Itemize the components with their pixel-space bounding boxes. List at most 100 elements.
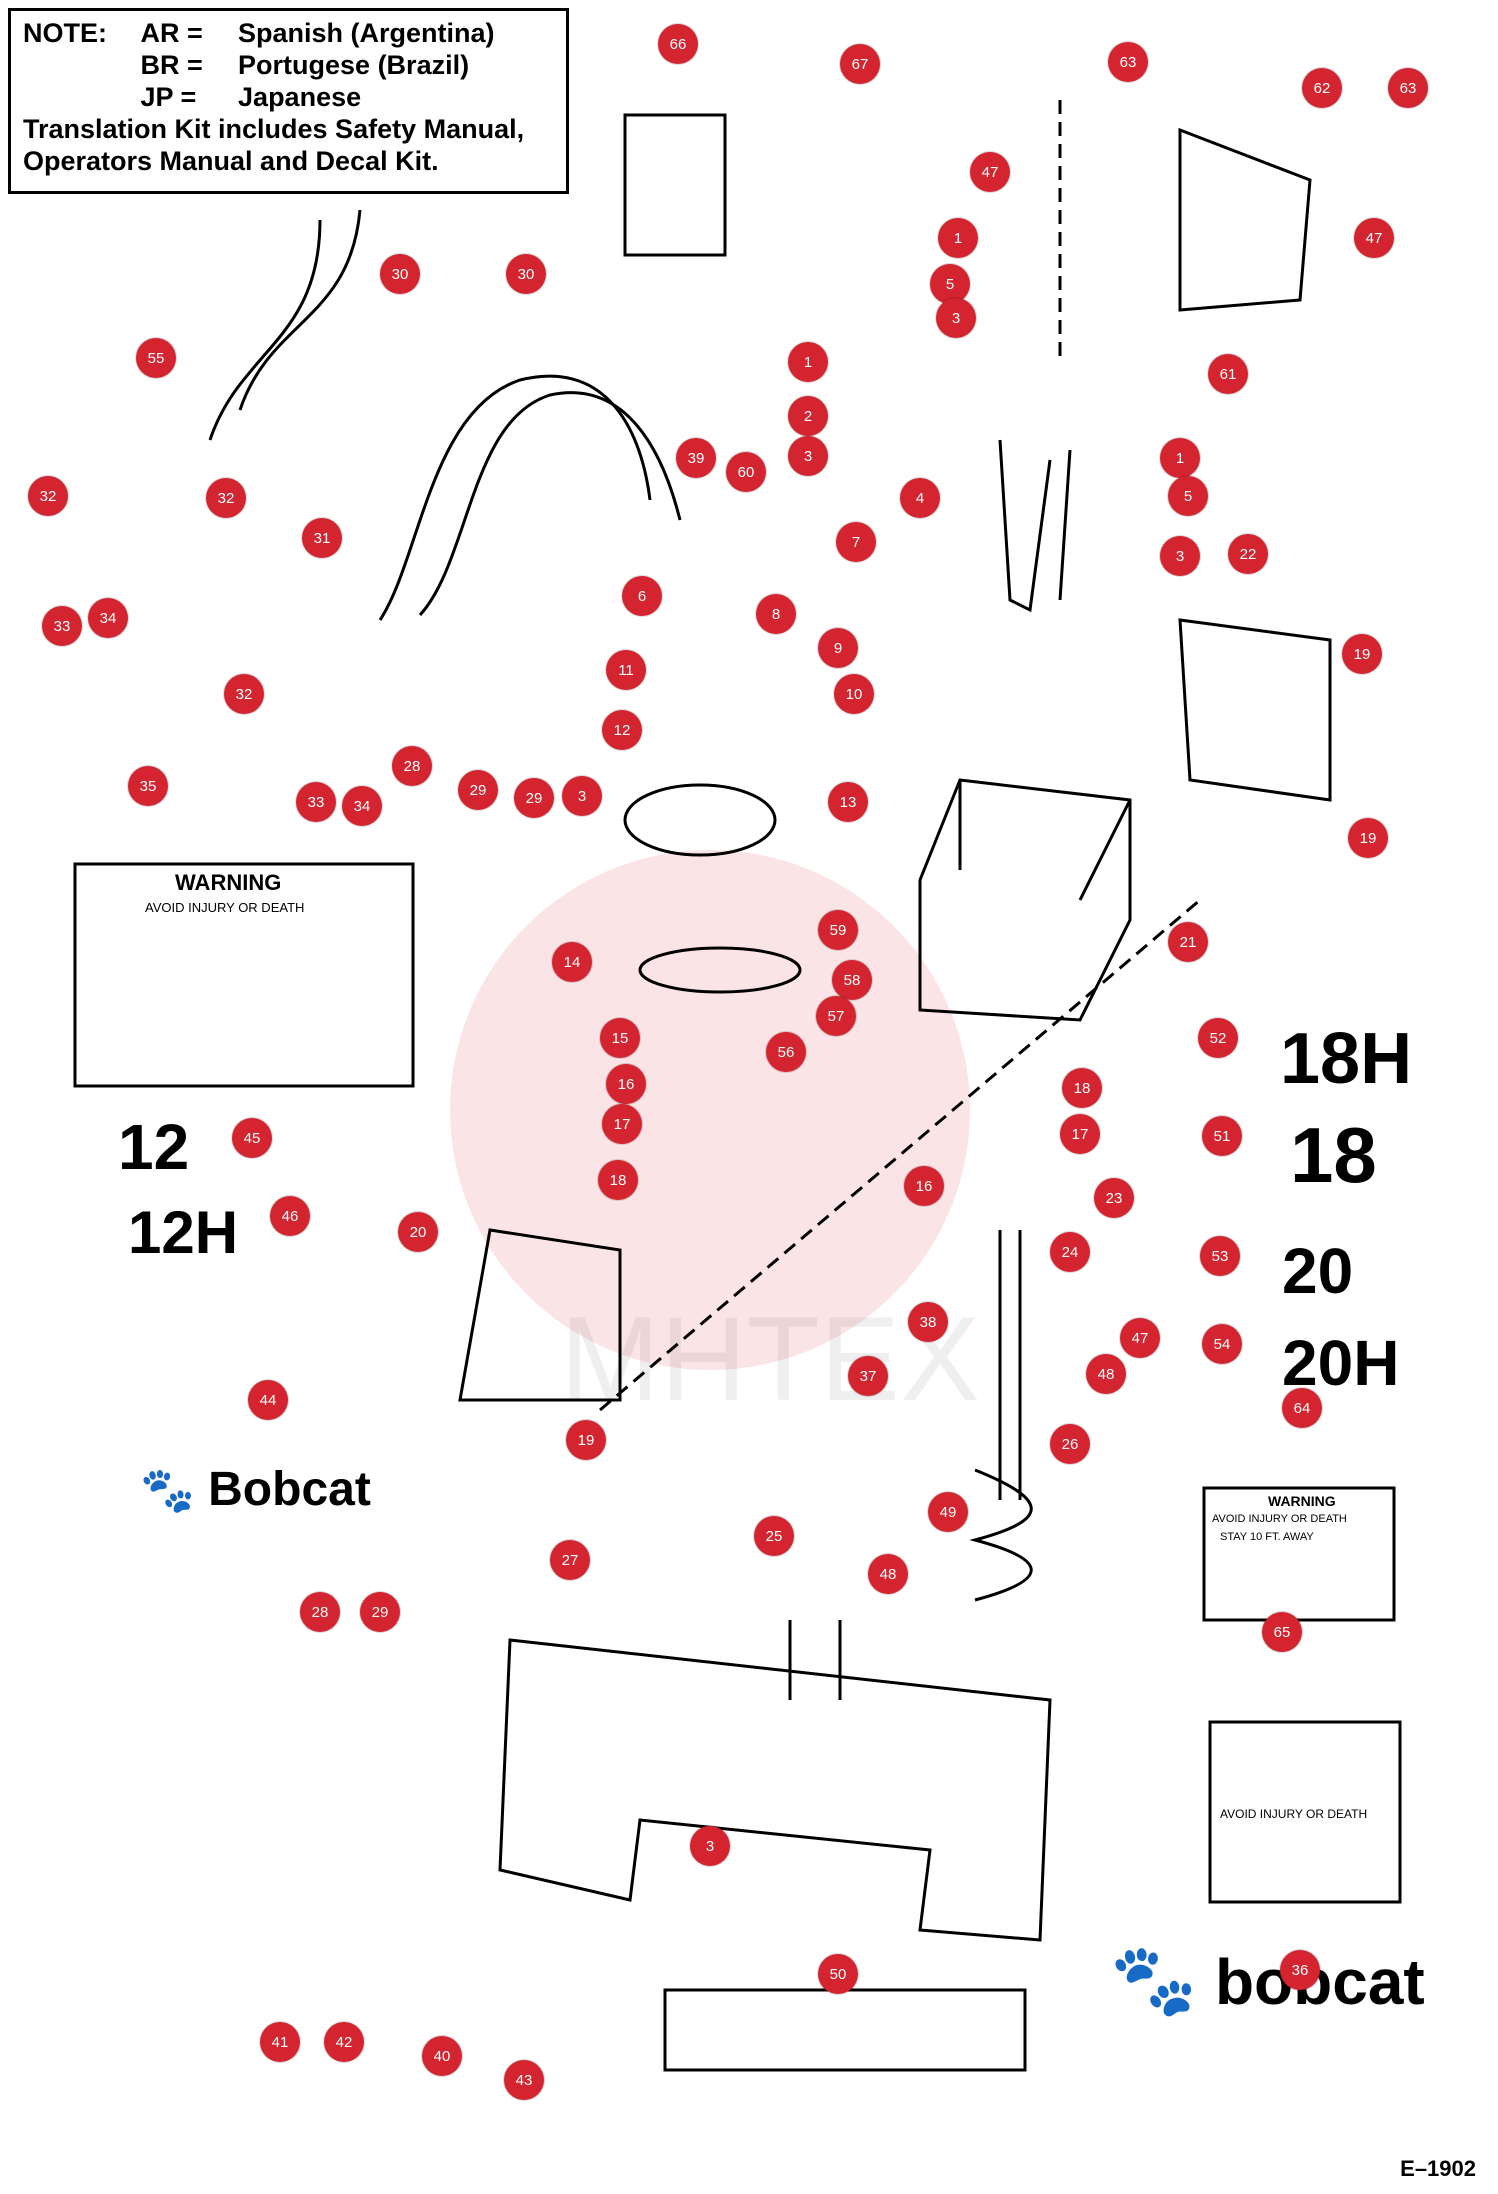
callout-67[interactable]: 67: [840, 44, 880, 84]
callout-53[interactable]: 53: [1200, 1236, 1240, 1276]
callout-19[interactable]: 19: [1348, 818, 1388, 858]
callout-6[interactable]: 6: [622, 576, 662, 616]
callout-28[interactable]: 28: [300, 1592, 340, 1632]
callout-29[interactable]: 29: [514, 778, 554, 818]
top-bracket: [1178, 127, 1312, 312]
callout-29[interactable]: 29: [360, 1592, 400, 1632]
callout-51[interactable]: 51: [1202, 1116, 1242, 1156]
callout-20[interactable]: 20: [398, 1212, 438, 1252]
callout-12[interactable]: 12: [602, 710, 642, 750]
callout-50[interactable]: 50: [818, 1954, 858, 1994]
callout-54[interactable]: 54: [1202, 1324, 1242, 1364]
note-footer-2: Operators Manual and Decal Kit.: [23, 146, 439, 176]
callout-60[interactable]: 60: [726, 452, 766, 492]
callout-32[interactable]: 32: [28, 476, 68, 516]
callout-37[interactable]: 37: [848, 1356, 888, 1396]
callout-29[interactable]: 29: [458, 770, 498, 810]
callout-34[interactable]: 34: [88, 598, 128, 638]
callout-11[interactable]: 11: [606, 650, 646, 690]
callout-52[interactable]: 52: [1198, 1018, 1238, 1058]
callout-63[interactable]: 63: [1388, 68, 1428, 108]
callout-8[interactable]: 8: [756, 594, 796, 634]
callout-55[interactable]: 55: [136, 338, 176, 378]
callout-61[interactable]: 61: [1208, 354, 1248, 394]
callout-15[interactable]: 15: [600, 1018, 640, 1058]
callout-45[interactable]: 45: [232, 1118, 272, 1158]
callout-48[interactable]: 48: [1086, 1354, 1126, 1394]
callout-16[interactable]: 16: [606, 1064, 646, 1104]
callout-33[interactable]: 33: [42, 606, 82, 646]
callout-48[interactable]: 48: [868, 1554, 908, 1594]
callout-5[interactable]: 5: [1168, 476, 1208, 516]
callout-38[interactable]: 38: [908, 1302, 948, 1342]
callout-32[interactable]: 32: [206, 478, 246, 518]
callout-3[interactable]: 3: [936, 298, 976, 338]
callout-17[interactable]: 17: [602, 1104, 642, 1144]
callout-7[interactable]: 7: [836, 522, 876, 562]
callout-19[interactable]: 19: [566, 1420, 606, 1460]
callout-1[interactable]: 1: [938, 218, 978, 258]
callout-5[interactable]: 5: [930, 264, 970, 304]
model-20h: 20H: [1282, 1327, 1400, 1399]
callout-58[interactable]: 58: [832, 960, 872, 1000]
callout-18[interactable]: 18: [1062, 1068, 1102, 1108]
callout-42[interactable]: 42: [324, 2022, 364, 2062]
callout-25[interactable]: 25: [754, 1516, 794, 1556]
callout-30[interactable]: 30: [506, 254, 546, 294]
callout-44[interactable]: 44: [248, 1380, 288, 1420]
callout-47[interactable]: 47: [1354, 218, 1394, 258]
callout-13[interactable]: 13: [828, 782, 868, 822]
callout-39[interactable]: 39: [676, 438, 716, 478]
callout-30[interactable]: 30: [380, 254, 420, 294]
callout-1[interactable]: 1: [1160, 438, 1200, 478]
callout-65[interactable]: 65: [1262, 1612, 1302, 1652]
callout-28[interactable]: 28: [392, 746, 432, 786]
callout-49[interactable]: 49: [928, 1492, 968, 1532]
callout-18[interactable]: 18: [598, 1160, 638, 1200]
callout-1[interactable]: 1: [788, 342, 828, 382]
callout-3[interactable]: 3: [690, 1826, 730, 1866]
callout-41[interactable]: 41: [260, 2022, 300, 2062]
callout-14[interactable]: 14: [552, 942, 592, 982]
decal-50: [663, 1988, 1027, 2072]
shield-22: [1178, 618, 1332, 802]
callout-47[interactable]: 47: [1120, 1318, 1160, 1358]
callout-33[interactable]: 33: [296, 782, 336, 822]
note-lang-jp: Japanese: [238, 82, 362, 112]
callout-66[interactable]: 66: [658, 24, 698, 64]
callout-32[interactable]: 32: [224, 674, 264, 714]
note-footer-1: Translation Kit includes Safety Manual,: [23, 114, 525, 144]
callout-23[interactable]: 23: [1094, 1178, 1134, 1218]
callout-35[interactable]: 35: [128, 766, 168, 806]
callout-43[interactable]: 43: [504, 2060, 544, 2100]
callout-16[interactable]: 16: [904, 1166, 944, 1206]
callout-3[interactable]: 3: [562, 776, 602, 816]
callout-63[interactable]: 63: [1108, 42, 1148, 82]
callout-64[interactable]: 64: [1282, 1388, 1322, 1428]
callout-24[interactable]: 24: [1050, 1232, 1090, 1272]
callout-62[interactable]: 62: [1302, 68, 1342, 108]
callout-17[interactable]: 17: [1060, 1114, 1100, 1154]
callout-9[interactable]: 9: [818, 628, 858, 668]
callout-40[interactable]: 40: [422, 2036, 462, 2076]
callout-56[interactable]: 56: [766, 1032, 806, 1072]
callout-3[interactable]: 3: [1160, 536, 1200, 576]
callout-26[interactable]: 26: [1050, 1424, 1090, 1464]
auger-shaft: [998, 1230, 1022, 1500]
auger-flight: [969, 1468, 1033, 1602]
callout-2[interactable]: 2: [788, 396, 828, 436]
callout-59[interactable]: 59: [818, 910, 858, 950]
callout-19[interactable]: 19: [1342, 634, 1382, 674]
callout-47[interactable]: 47: [970, 152, 1010, 192]
callout-27[interactable]: 27: [550, 1540, 590, 1580]
callout-34[interactable]: 34: [342, 786, 382, 826]
callout-57[interactable]: 57: [816, 996, 856, 1036]
callout-3[interactable]: 3: [788, 436, 828, 476]
callout-4[interactable]: 4: [900, 478, 940, 518]
callout-36[interactable]: 36: [1280, 1950, 1320, 1990]
callout-10[interactable]: 10: [834, 674, 874, 714]
callout-21[interactable]: 21: [1168, 922, 1208, 962]
callout-46[interactable]: 46: [270, 1196, 310, 1236]
callout-31[interactable]: 31: [302, 518, 342, 558]
callout-22[interactable]: 22: [1228, 534, 1268, 574]
